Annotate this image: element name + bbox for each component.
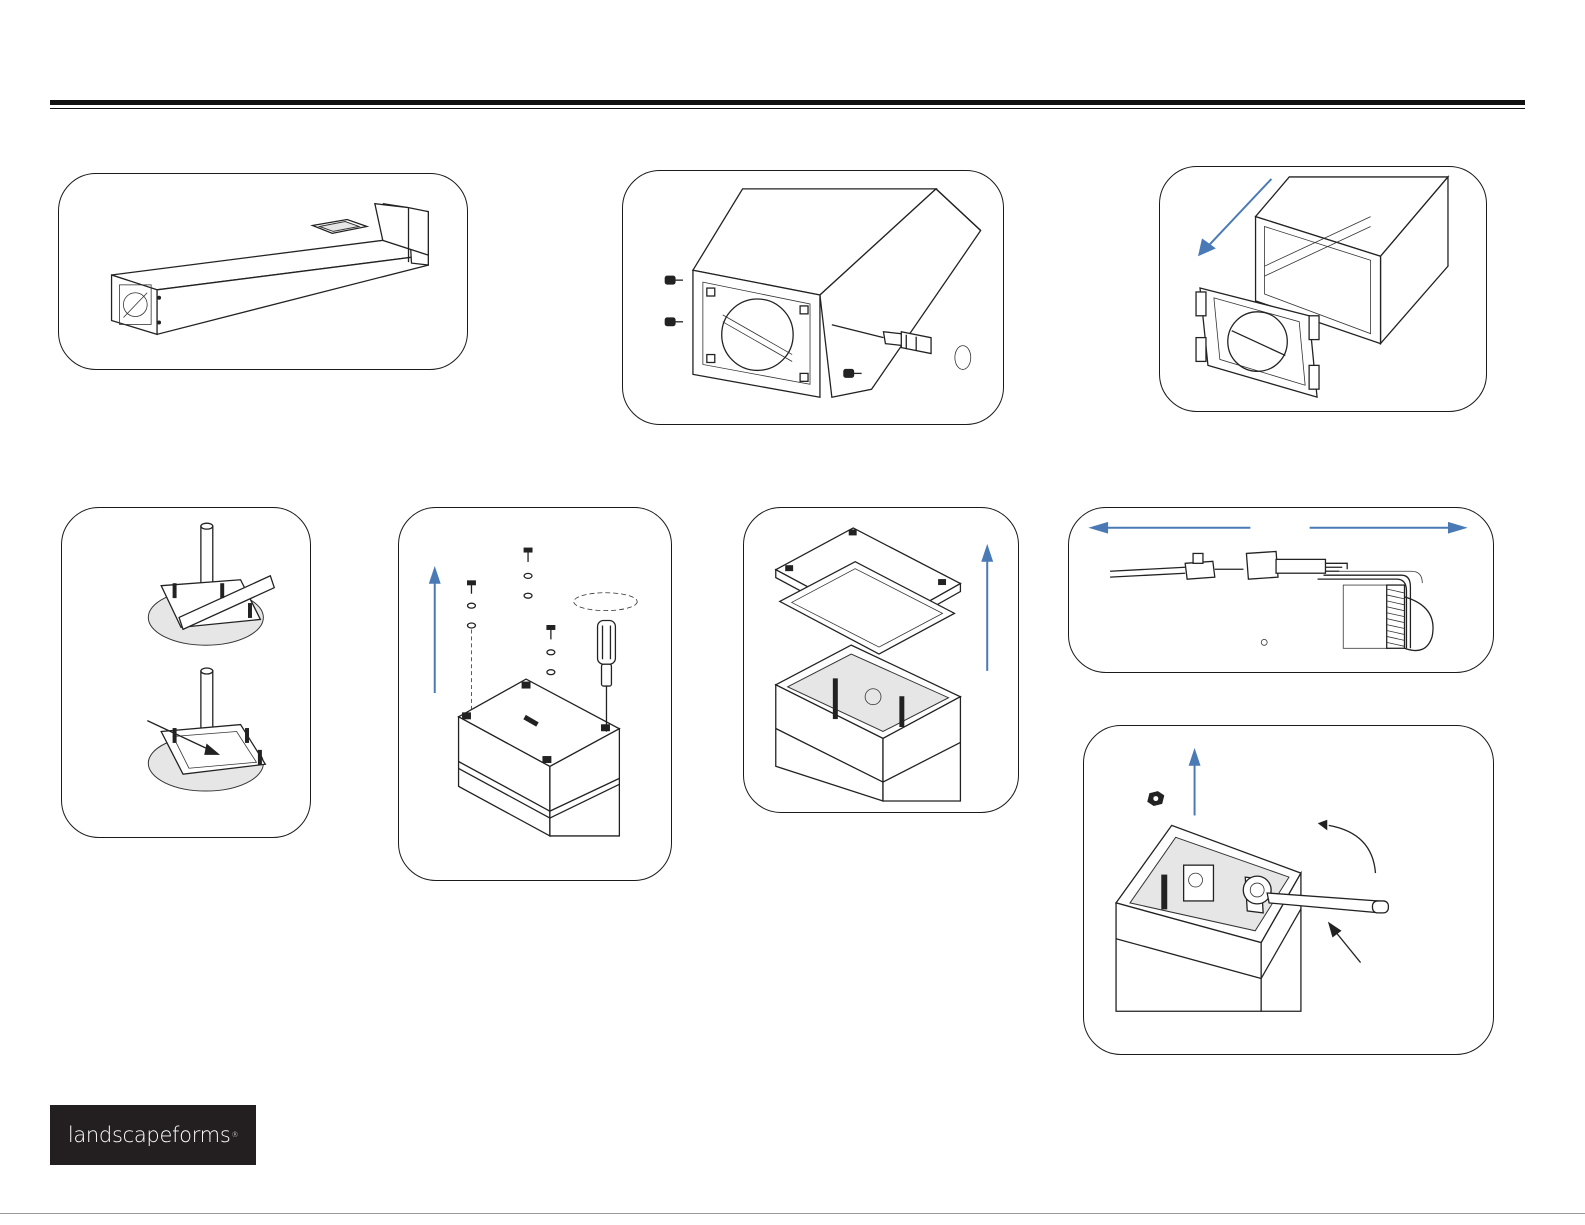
step-panel-1 (58, 173, 468, 370)
end-bracket-illustration (1160, 167, 1486, 411)
rotate-arrow-icon (1319, 820, 1376, 873)
lid-screws-illustration (399, 508, 671, 880)
screwdriver-icon (598, 621, 616, 732)
lift-arrow-icon (1189, 748, 1201, 816)
rotate-direction-icon (574, 593, 638, 611)
footer-rule (0, 1213, 1585, 1214)
logo-trademark: ® (231, 1131, 238, 1139)
screw-icon (665, 276, 683, 284)
screw-icon (524, 548, 532, 598)
step-panel-5 (398, 507, 672, 881)
step-panel-6 (743, 507, 1019, 813)
lift-arrow-icon (429, 566, 441, 693)
step-panel-4 (61, 507, 311, 838)
threaded-rod-icon (1387, 585, 1405, 648)
screw-icon (547, 626, 555, 675)
right-arrow-icon (1310, 522, 1468, 534)
pointer-arrow-icon (1329, 923, 1361, 963)
bollard-post-illustration (59, 174, 467, 369)
step-panel-3 (1159, 166, 1487, 412)
left-arrow-icon (1088, 522, 1250, 534)
landscapeforms-logo: landscapeforms® (50, 1105, 256, 1165)
mounting-bracket-illustration (62, 508, 310, 837)
nut-wrench-illustration (1084, 726, 1493, 1054)
lid-gasket-illustration (744, 508, 1018, 812)
screw-icon (665, 318, 683, 326)
header-rule-thin (50, 108, 1525, 109)
screw-icon (467, 581, 475, 712)
lift-arrow-icon (981, 544, 993, 671)
step-panel-2 (622, 170, 1004, 425)
post-end-screws-illustration (623, 171, 1003, 424)
logo-wordmark: landscapeforms (68, 1123, 231, 1147)
header-rule-thick (50, 100, 1525, 105)
wire-connector-illustration (1069, 508, 1493, 672)
rotate-direction-icon (955, 346, 971, 370)
step-panel-8 (1083, 725, 1494, 1055)
step-panel-7 (1068, 507, 1494, 673)
